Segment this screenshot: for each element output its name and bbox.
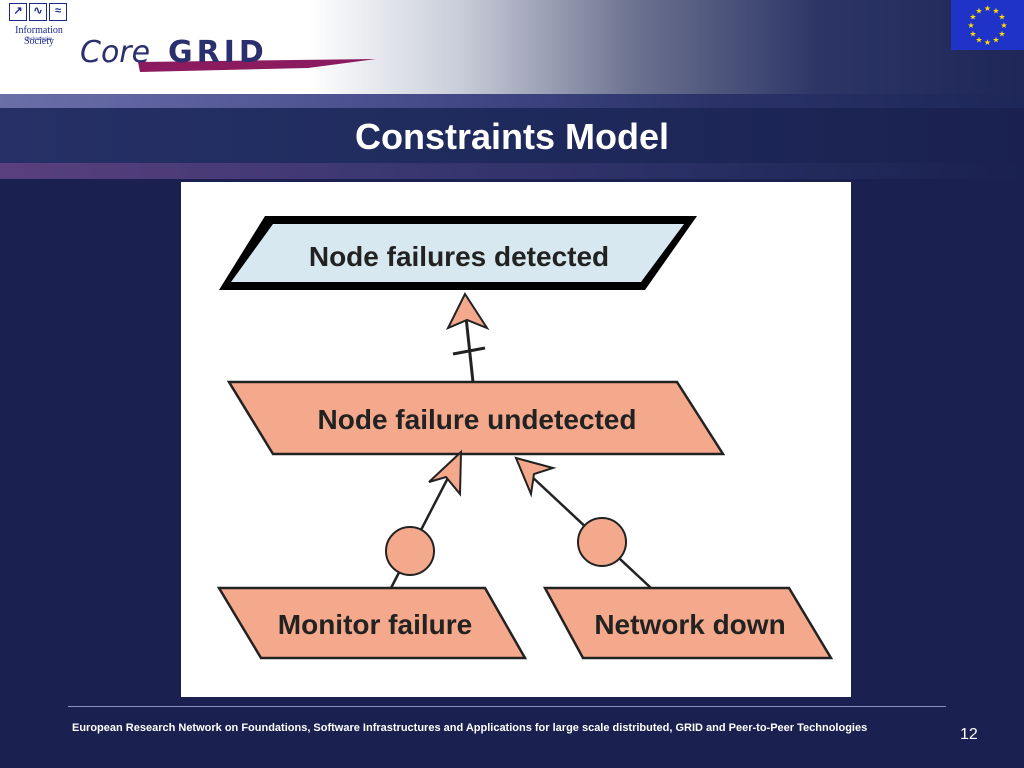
node-bottom-left-label: Monitor failure xyxy=(278,609,472,640)
coregrid-logo: Core GRID xyxy=(80,35,376,72)
edge-right-or-node xyxy=(577,517,627,567)
node-top-shape xyxy=(231,224,684,282)
svg-text:★: ★ xyxy=(998,30,1005,39)
ist-arrow-icon: ↗ xyxy=(9,3,27,21)
svg-text:★: ★ xyxy=(975,36,982,45)
page-number: 12 xyxy=(960,726,978,743)
title-stripe xyxy=(0,163,1024,179)
ist-logo-text: Information Society xyxy=(15,25,63,47)
ist-lines-icon: ≈ xyxy=(49,3,67,21)
title-band xyxy=(0,108,1024,164)
svg-text:★: ★ xyxy=(992,7,999,16)
eu-stars-icon: ★ ★ ★ ★ ★ ★ ★ ★ ★ ★ ★ ★ xyxy=(967,4,1007,47)
eu-flag: ★ ★ ★ ★ ★ ★ ★ ★ ★ ★ ★ ★ xyxy=(951,0,1024,50)
ist-wave-icon: ∿ xyxy=(29,3,47,21)
svg-text:★: ★ xyxy=(967,21,974,30)
coregrid-core-text: Core xyxy=(80,35,150,70)
diagram-panel: Node failures detected Node failure unde… xyxy=(181,182,851,697)
node-bottom-left-shape xyxy=(216,586,528,660)
slide-title: Constraints Model xyxy=(354,116,669,157)
svg-text:★: ★ xyxy=(975,7,982,16)
ist-logo-subtext: Technologies xyxy=(25,37,53,42)
svg-text:★: ★ xyxy=(984,38,991,47)
node-bottom-right-label: Network down xyxy=(594,609,785,640)
footer-text: European Research Network on Foundations… xyxy=(72,722,868,734)
coregrid-grid-text: GRID xyxy=(168,35,268,70)
edge-left-to-middle-arrowhead xyxy=(428,449,463,497)
node-bottom-right-shape xyxy=(542,586,834,660)
svg-text:★: ★ xyxy=(969,30,976,39)
ist-logo: ↗ ∿ ≈ Information Society Technologies xyxy=(0,0,78,48)
node-middle-shape xyxy=(226,380,726,456)
node-top-label: Node failures detected xyxy=(309,241,609,272)
constraints-diagram: Node failures detected Node failure unde… xyxy=(216,216,834,660)
node-middle-label: Node failure undetected xyxy=(318,404,637,435)
svg-text:★: ★ xyxy=(998,13,1005,22)
footer-divider xyxy=(68,706,946,707)
header-band xyxy=(0,0,1024,100)
edge-right-to-middle-arrowhead xyxy=(514,456,557,498)
svg-text:★: ★ xyxy=(1000,21,1007,30)
coregrid-swoosh xyxy=(138,59,376,72)
edge-left-or-node xyxy=(385,526,435,576)
svg-text:★: ★ xyxy=(969,13,976,22)
svg-text:★: ★ xyxy=(992,36,999,45)
header-stripe xyxy=(0,94,1024,108)
edge-block-bar xyxy=(452,346,486,356)
svg-text:★: ★ xyxy=(984,4,991,13)
edge-middle-to-top-arrowhead xyxy=(445,291,490,331)
